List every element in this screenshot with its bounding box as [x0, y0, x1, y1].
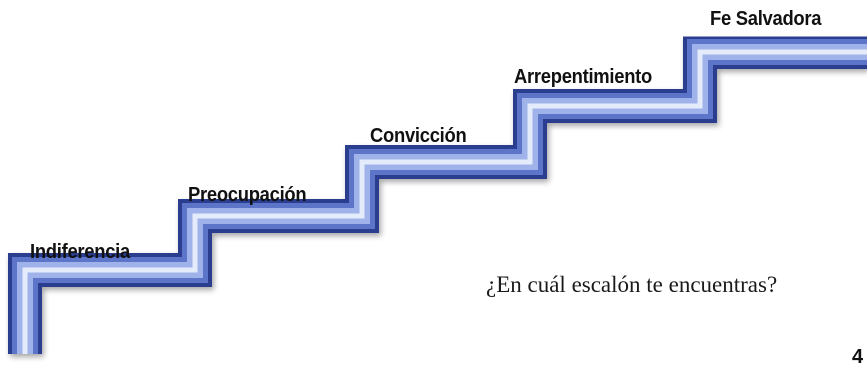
step-label-conviccion: Convicción	[370, 125, 467, 147]
step-label-preocupacion: Preocupación	[188, 184, 307, 206]
step-label-arrepentimiento: Arrepentimiento	[514, 66, 652, 88]
step-label-indiferencia: Indiferencia	[30, 241, 130, 263]
question-text: ¿En cuál escalón te encuentras?	[486, 272, 778, 297]
stair-mid-band	[12, 39, 867, 354]
page-number: 4	[852, 346, 864, 368]
step-label-fe-salvadora: Fe Salvadora	[710, 8, 822, 30]
stair-outer-band	[8, 35, 867, 354]
stair-highlight-band	[22, 49, 867, 354]
stair-inner-band	[17, 44, 867, 354]
